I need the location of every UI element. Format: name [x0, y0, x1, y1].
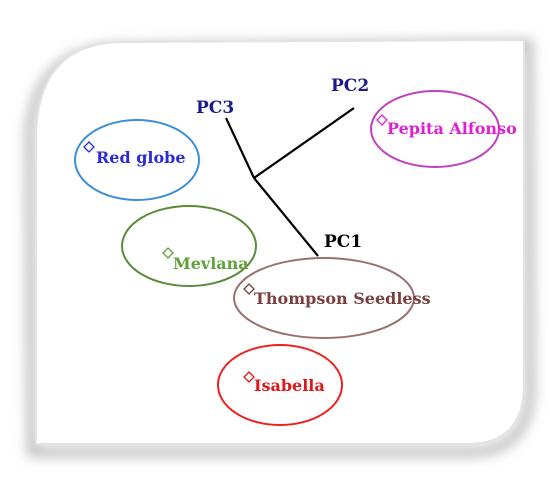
group-thompson-seedless: Thompson Seedless [233, 257, 431, 339]
pc2-label: PC2 [331, 76, 369, 96]
pc3-axis [225, 117, 255, 179]
group-isabella: Isabella [217, 344, 343, 426]
isabella-label: Isabella [254, 376, 325, 395]
pepita-alfonso-diamond-icon [376, 114, 388, 126]
isabella-ellipse [217, 344, 343, 426]
thompson-seedless-diamond-icon [243, 283, 255, 295]
red-globe-diamond-icon [83, 141, 95, 153]
mevlana-diamond-icon [162, 247, 174, 259]
red-globe-ellipse [74, 119, 200, 201]
pca-axes: PC3 PC2 PC1 [196, 76, 369, 257]
group-pepita-alfonso: Pepita Alfonso [370, 90, 517, 168]
pc3-label: PC3 [196, 98, 234, 118]
frame [24, 38, 536, 457]
group-red-globe: Red globe [74, 119, 200, 201]
pc1-axis [253, 177, 319, 257]
mevlana-label: Mevlana [173, 254, 249, 273]
pepita-alfonso-ellipse [370, 90, 500, 168]
mevlana-ellipse [121, 205, 257, 287]
pepita-alfonso-label: Pepita Alfonso [387, 119, 517, 138]
frame-border [35, 38, 525, 445]
pc2-axis [253, 107, 355, 179]
group-mevlana: Mevlana [121, 205, 257, 287]
thompson-seedless-ellipse [233, 257, 415, 339]
thompson-seedless-label: Thompson Seedless [254, 289, 431, 308]
red-globe-label: Red globe [96, 148, 186, 167]
pc1-label: PC1 [324, 232, 362, 252]
isabella-diamond-icon [243, 371, 255, 383]
